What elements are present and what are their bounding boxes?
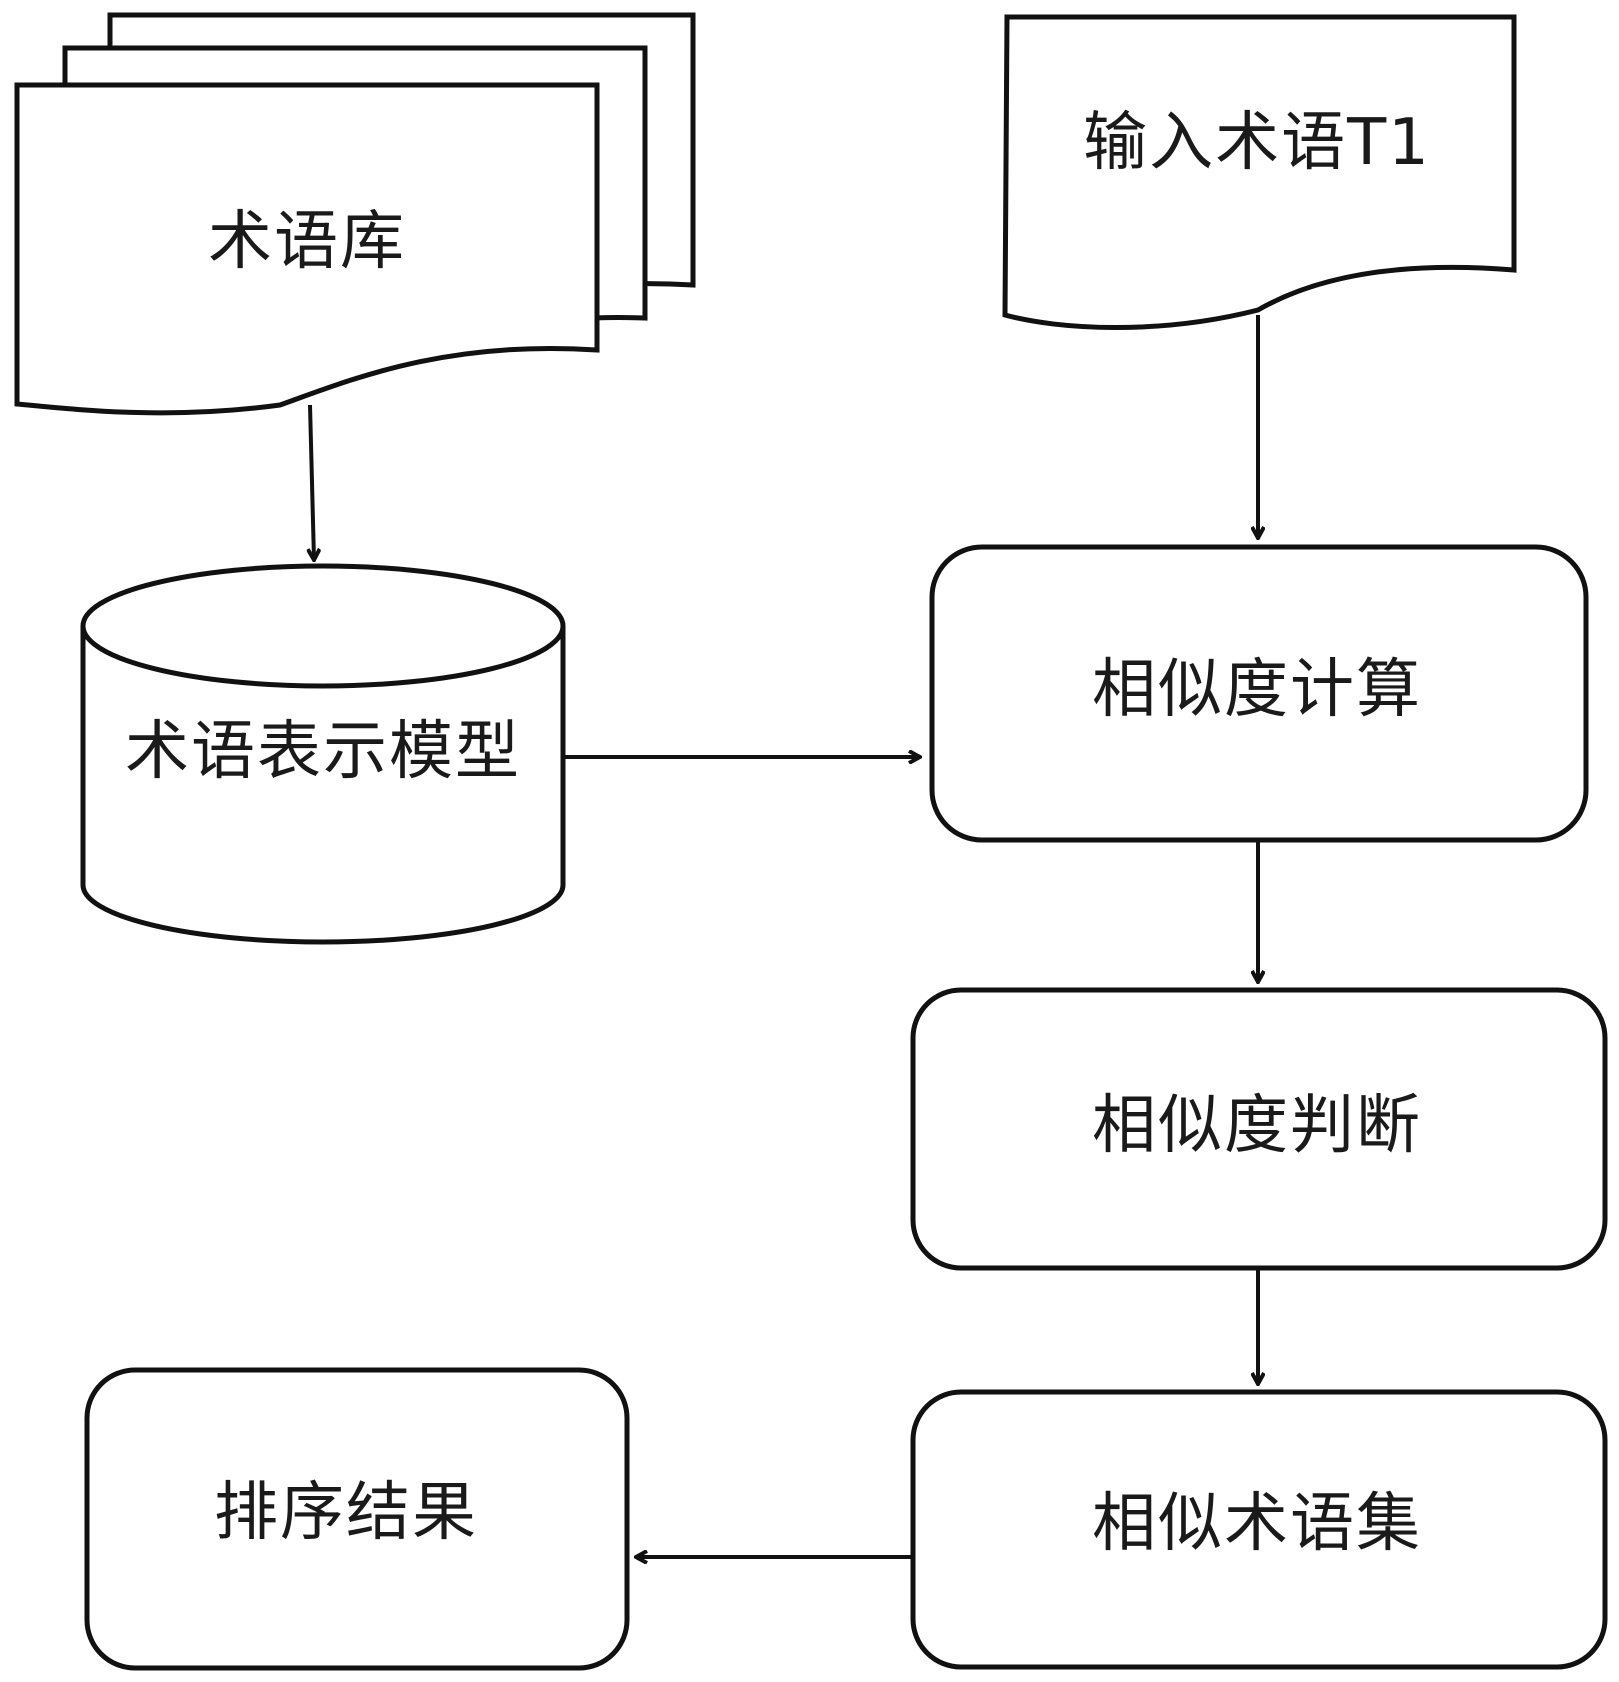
sorted-result-label: 排序结果 [214,1476,478,1550]
term-library-node: 术语库 [14,12,696,416]
similarity-judge-label: 相似度判断 [1092,1089,1422,1163]
term-model-node: 术语表示模型 [80,563,566,945]
sorted-result-node: 排序结果 [84,1367,630,1671]
input-term-label: 输入术语T1 [1083,106,1431,180]
similar-terms-label: 相似术语集 [1092,1487,1422,1561]
input-term-node: 输入术语T1 [1002,14,1517,330]
similar-terms-node: 相似术语集 [910,1389,1608,1670]
similarity-calc-label: 相似度计算 [1092,653,1422,727]
document-stack-front [14,82,600,416]
arrow-term-library-to-term-model [310,404,314,560]
document-shape [1002,14,1517,330]
cylinder-body [80,626,566,945]
term-model-label: 术语表示模型 [125,715,521,789]
cylinder-top [80,563,566,689]
process-box [84,1367,630,1671]
term-library-label: 术语库 [208,205,406,279]
similarity-calc-node: 相似度计算 [929,544,1589,843]
similarity-judge-node: 相似度判断 [910,987,1608,1271]
process-box [910,1389,1608,1670]
